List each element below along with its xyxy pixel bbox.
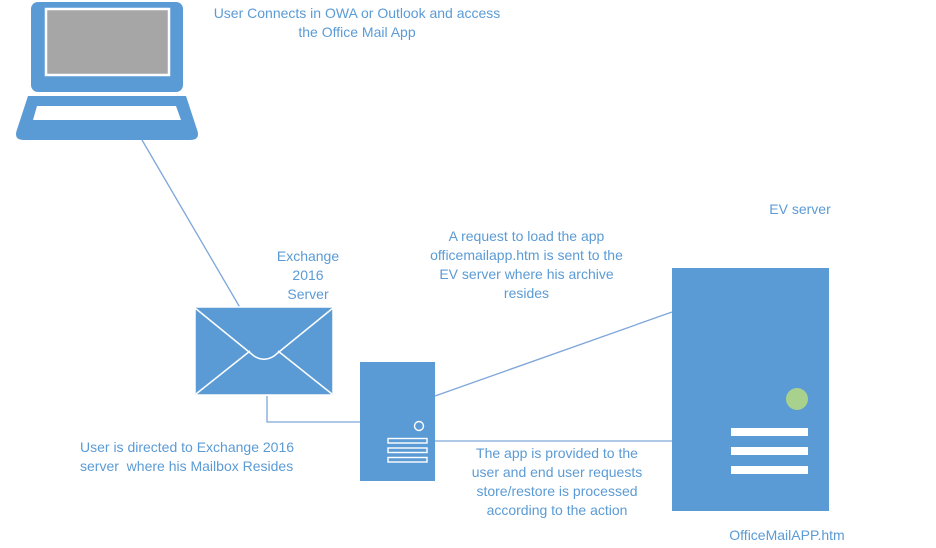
caption-line: EV server where his archive: [439, 266, 614, 282]
caption-app-provided: The app is provided to the user and end …: [437, 444, 677, 520]
caption-line: server where his Mailbox Resides: [80, 458, 294, 474]
caption-line: The app is provided to the: [476, 445, 638, 461]
caption-line: store/restore is processed: [476, 483, 638, 499]
server-vent-slot: [387, 447, 428, 454]
connector-appserver-to-evserver: [434, 311, 673, 397]
server-vent-slot: [387, 437, 428, 444]
envelope-flap: [194, 307, 334, 360]
caption-user-connects: User Connects in OWA or Outlook and acce…: [197, 4, 517, 42]
laptop-keyboard: [33, 106, 181, 120]
connector-exchange-to-appserver: [266, 396, 360, 423]
server-tower-body: [360, 362, 435, 481]
caption-user-directed: User is directed to Exchange 2016 server…: [80, 438, 340, 476]
ev-server-drive-bay: [731, 466, 808, 474]
label-line: 2016: [292, 267, 324, 283]
label-exchange-2016-server: Exchange 2016 Server: [258, 247, 358, 304]
label-line: EV server: [769, 201, 831, 217]
envelope-fold-left: [195, 350, 251, 395]
caption-line: User is directed to Exchange 2016: [80, 439, 295, 455]
server-tower-icon: [360, 362, 435, 481]
connector-laptop-to-exchange: [141, 139, 243, 312]
envelope-fold-right: [277, 350, 333, 395]
label-line: Exchange: [276, 248, 340, 264]
envelope-icon: [194, 306, 334, 396]
label-line: OfficeMailAPP.htm: [729, 527, 845, 543]
laptop-screen: [44, 7, 171, 77]
caption-line: officemailapp.htm is sent to the: [430, 247, 623, 263]
laptop-icon: [16, 2, 198, 140]
led-circle-icon: [786, 388, 808, 410]
caption-line: the Office Mail App: [298, 24, 416, 40]
ev-server-body: [672, 268, 829, 511]
ev-server-drive-bay: [731, 447, 808, 455]
caption-line: according to the action: [486, 502, 628, 518]
ev-server-drive-bay: [731, 428, 808, 436]
ev-server-rack-icon: [672, 268, 829, 511]
caption-line: user and end user requests: [471, 464, 643, 480]
caption-line: resides: [503, 285, 550, 301]
label-officemailapp-htm: OfficeMailAPP.htm: [707, 526, 867, 545]
label-line: Server: [287, 286, 329, 302]
caption-line: User Connects in OWA or Outlook and acce…: [213, 5, 501, 21]
server-vent-slot: [387, 456, 428, 463]
envelope-body: [194, 306, 334, 396]
caption-line: A request to load the app: [448, 228, 605, 244]
caption-request-load-app: A request to load the app officemailapp.…: [406, 227, 647, 303]
label-ev-server: EV server: [740, 200, 860, 219]
server-power-button-icon: [413, 420, 425, 432]
